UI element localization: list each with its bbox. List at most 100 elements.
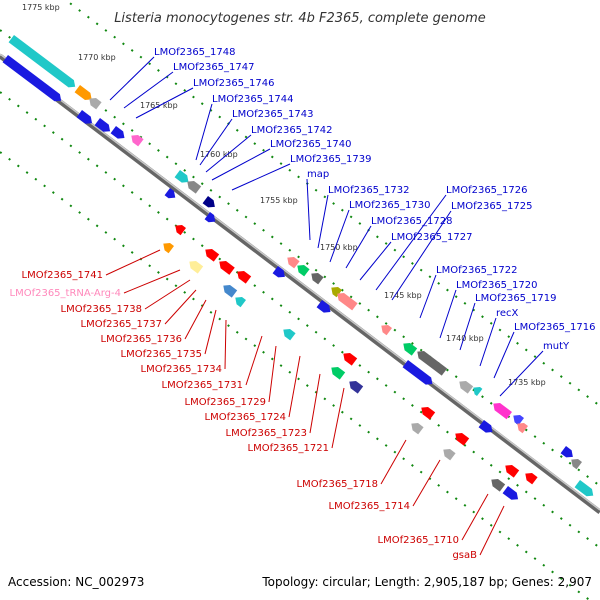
gene-shape (513, 415, 524, 426)
gene-shape (343, 353, 358, 366)
gene-feature (272, 266, 285, 278)
scale-label: 1770 kbp (78, 53, 116, 62)
gene-feature (316, 300, 331, 313)
leader-line (461, 493, 489, 541)
genome-backbone (0, 53, 600, 514)
gene-feature (2, 55, 62, 102)
gene-label[interactable]: LMOf2365_1747 (173, 62, 255, 73)
scale-label: 1775 kbp (22, 3, 60, 12)
gene-label[interactable]: LMOf2365_1732 (328, 185, 410, 196)
gene-label[interactable]: LMOf2365_1729 (185, 397, 267, 408)
gene-label[interactable]: LMOf2365_1727 (391, 232, 473, 243)
gene-label[interactable]: LMOf2365_1736 (101, 334, 183, 345)
gene-label[interactable]: gsaB (452, 550, 477, 561)
gene-label[interactable]: LMOf2365_1714 (329, 501, 411, 512)
leader-line (309, 373, 321, 434)
gene-label[interactable]: mutY (543, 341, 570, 352)
scale-label: 1750 kbp (320, 243, 358, 252)
gene-shape (455, 433, 470, 446)
gene-feature (331, 367, 346, 380)
leader-line (419, 274, 437, 319)
gene-feature (560, 446, 573, 458)
gene-shape (571, 459, 582, 470)
gene-feature (417, 351, 448, 376)
leader-line (317, 194, 329, 249)
gene-label[interactable]: LMOf2365_1742 (251, 125, 333, 136)
gene-feature (131, 135, 144, 147)
gene-shape (403, 343, 418, 356)
gene-feature (204, 212, 216, 223)
gene-label[interactable]: LMOf2365_1725 (451, 201, 533, 212)
gene-label[interactable]: LMOf2365_1720 (456, 280, 538, 291)
gene-label[interactable]: LMOf2365_1746 (193, 78, 275, 89)
gene-shape (187, 181, 202, 194)
gene-feature (189, 261, 204, 274)
gene-label[interactable]: LMOf2365_1721 (248, 443, 330, 454)
gene-shape (237, 271, 252, 284)
gene-label[interactable]: LMOf2365_1722 (436, 265, 518, 276)
gene-label[interactable]: LMOf2365_1735 (121, 349, 203, 360)
gene-shape (459, 381, 474, 394)
leader-line (439, 289, 457, 339)
gene-label[interactable]: LMOf2365_1719 (475, 293, 557, 304)
leader-line (105, 249, 161, 276)
gene-label[interactable]: LMOf2365_1724 (205, 412, 287, 423)
gene-label[interactable]: LMOf2365_1716 (514, 322, 596, 333)
gene-label[interactable]: map (307, 169, 329, 180)
leader-line (144, 279, 191, 310)
gene-shape (525, 473, 538, 485)
gene-label[interactable]: LMOf2365_1737 (81, 319, 163, 330)
gene-shape (131, 135, 144, 147)
leader-line (205, 134, 252, 173)
gene-label[interactable]: LMOf2365_1734 (141, 364, 223, 375)
gene-feature (110, 126, 125, 139)
gene-label[interactable]: LMOf2365_1723 (226, 428, 308, 439)
gene-shape (381, 325, 392, 336)
leader-line (479, 505, 505, 556)
gene-label[interactable]: LMOf2365_1743 (232, 109, 314, 120)
gene-shape (505, 465, 520, 478)
gene-shape (349, 381, 364, 394)
leader-line (224, 319, 227, 370)
gene-shape (421, 407, 436, 420)
gene-feature (421, 407, 436, 420)
gene-feature (349, 381, 364, 394)
gene-feature (8, 35, 76, 88)
gene-label[interactable]: recX (496, 308, 519, 319)
gene-label[interactable]: LMOf2365_1748 (154, 47, 236, 58)
gene-feature (403, 343, 418, 356)
gene-label[interactable]: LMOf2365_1731 (162, 380, 244, 391)
gene-label[interactable]: LMOf2365_1718 (297, 479, 379, 490)
gene-label[interactable]: LMOf2365_1738 (61, 304, 143, 315)
gene-shape (163, 243, 174, 254)
gene-feature (574, 480, 594, 497)
gene-label[interactable]: LMOf2365_1740 (270, 139, 352, 150)
leader-lines (105, 56, 544, 556)
gene-shape (417, 351, 448, 376)
gene-label[interactable]: LMOf2365_1730 (349, 200, 431, 211)
gene-feature (219, 261, 235, 275)
gene-label[interactable]: LMOf2365_1726 (446, 185, 528, 196)
gene-label[interactable]: LMOf2365_1741 (22, 270, 104, 281)
leader-line (195, 103, 213, 161)
leader-line (412, 459, 441, 507)
gene-feature (76, 110, 93, 124)
leader-line (391, 210, 452, 301)
gene-label[interactable]: LMOf2365_1739 (290, 154, 372, 165)
gene-shape (311, 273, 324, 285)
gene-label[interactable]: LMOf2365_1728 (371, 216, 453, 227)
scale-label: 1740 kbp (446, 334, 484, 343)
map-title: Listeria monocytogenes str. 4b F2365, co… (114, 11, 486, 26)
forward-gene-labels: LMOf2365_1748 LMOf2365_1747 LMOf2365_174… (154, 47, 596, 352)
gene-label[interactable]: LMOf2365_1710 (378, 535, 460, 546)
gene-label[interactable]: LMOf2365_1744 (212, 94, 294, 105)
gene-label[interactable]: LMOf2365_tRNA-Arg-4 (10, 288, 122, 299)
gene-shape (337, 293, 358, 311)
gene-shape (8, 35, 76, 88)
scale-label: 1735 kbp (508, 378, 546, 387)
gene-shape (94, 118, 111, 132)
gene-feature (235, 297, 246, 308)
gene-feature (459, 381, 474, 394)
gene-shape (491, 479, 506, 492)
